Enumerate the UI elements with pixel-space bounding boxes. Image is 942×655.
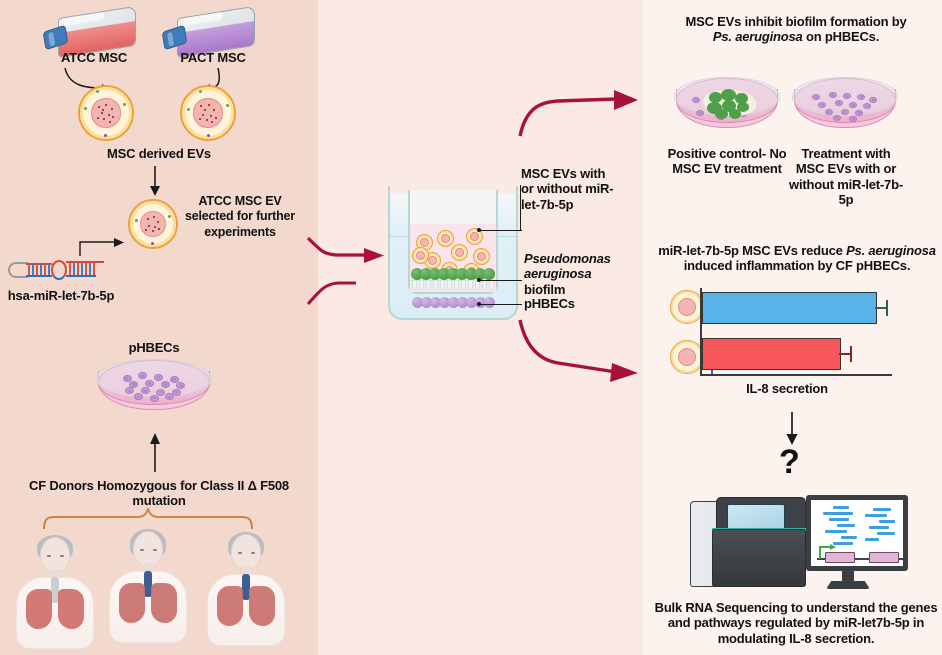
leader-dot-biofilm xyxy=(477,278,481,282)
mid-heading-post: induced inflammation by CF pHBECs. xyxy=(683,258,911,274)
arrow-down-to-question-icon xyxy=(786,412,798,445)
flask-atcc-label: ATCC MSC xyxy=(60,50,128,65)
flask-pact-label: PACT MSC xyxy=(180,50,246,65)
mid-heading-species: Ps. aeruginosa xyxy=(846,243,936,258)
human-lung-figure-icon xyxy=(203,532,289,646)
leader-dot-phbec xyxy=(477,302,481,306)
question-mark-glyph: ? xyxy=(779,443,800,481)
petri-dish-phbecs-icon xyxy=(95,358,213,422)
arrow-to-top-result-icon xyxy=(518,90,638,137)
il8-bar-chart xyxy=(700,288,892,376)
leader-line-ev-vertical xyxy=(520,185,522,231)
mid-heading-pre: miR-let-7b-5p MSC EVs reduce xyxy=(658,243,847,258)
transwell-plate-icon xyxy=(382,182,524,322)
phbecs-dish-label: pHBECs xyxy=(128,340,180,355)
selected-extracellular-vesicle-icon xyxy=(128,199,178,249)
biofilm-layer xyxy=(411,268,495,280)
mirna-label: hsa-miR-let-7b-5p xyxy=(7,288,115,303)
leader-line-ev xyxy=(480,230,522,232)
petri-dish-treated-icon xyxy=(791,76,899,140)
dish-treated-label: Treatment with MSC EVs with or without m… xyxy=(789,146,903,207)
arrow-to-mid-result-icon xyxy=(518,319,638,382)
petri-dish-positive-control-icon xyxy=(673,76,781,140)
biofilm-callout-species: Pseudomonas aeruginosa xyxy=(524,251,611,282)
arrow-into-transwell-icon xyxy=(306,236,384,263)
top-heading-line1: MSC EVs inhibit biofilm formation by xyxy=(685,14,907,29)
arrow-into-transwell-lower-icon xyxy=(306,281,356,305)
top-heading-species: Ps. aeruginosa xyxy=(712,29,803,45)
msc-derived-evs-label: MSC derived EVs xyxy=(107,146,211,161)
arrow-mirna-to-ev-icon xyxy=(79,238,124,256)
transwell-membrane xyxy=(410,280,496,290)
rna-sequencer-icon xyxy=(690,495,908,593)
human-lung-figure-icon xyxy=(12,535,98,649)
sequencing-results-monitor xyxy=(806,495,908,571)
chart-y-axis xyxy=(700,288,703,376)
phbec-callout-label: pHBECs xyxy=(524,296,575,311)
extracellular-vesicle-icon xyxy=(180,85,236,141)
top-heading-rest: on pHBECs. xyxy=(802,29,880,45)
bar-category-icon-ev-mirna xyxy=(670,340,704,374)
chart-x-axis-label: IL-8 secretion xyxy=(746,381,828,396)
mid-result-heading: miR-let-7b-5p MSC EVs reduce Ps. aerugin… xyxy=(656,243,938,274)
dish-positive-control-label: Positive control- No MSC EV treatment xyxy=(667,146,787,177)
human-lung-figure-icon xyxy=(105,529,191,643)
biofilm-callout-label: Pseudomonas aeruginosa biofilm xyxy=(524,251,630,297)
panel-middle-background xyxy=(318,0,643,655)
leader-line-biofilm xyxy=(480,280,522,282)
biofilm-callout-rest: biofilm xyxy=(524,281,566,297)
bar-category-icon-ev xyxy=(670,290,704,324)
top-result-heading: MSC EVs inhibit biofilm formation by Ps.… xyxy=(668,14,924,45)
donor-group-brace xyxy=(43,508,253,530)
error-bar-no-mirna xyxy=(875,300,888,316)
bottom-result-caption: Bulk RNA Sequencing to understand the ge… xyxy=(654,600,938,646)
bar-with-mirna xyxy=(702,338,841,370)
bar-no-mirna xyxy=(702,292,877,324)
phbec-monolayer xyxy=(412,297,498,308)
ev-callout-label: MSC EVs with or without miR-let-7b-5p xyxy=(521,166,614,212)
cf-donor-label: CF Donors Homozygous for Class II Δ F508… xyxy=(29,478,289,509)
leader-line-phbec xyxy=(480,304,522,306)
leader-dot-ev xyxy=(477,228,481,232)
selected-ev-label: ATCC MSC EV selected for further experim… xyxy=(185,194,295,239)
arrow-down-to-selected-ev-icon xyxy=(150,166,160,196)
chart-x-axis xyxy=(700,373,892,376)
arrow-donors-to-dish-icon xyxy=(150,433,160,472)
mirna-hairpin-icon xyxy=(8,258,104,282)
extracellular-vesicle-icon xyxy=(78,85,134,141)
error-bar-with-mirna xyxy=(839,346,852,362)
